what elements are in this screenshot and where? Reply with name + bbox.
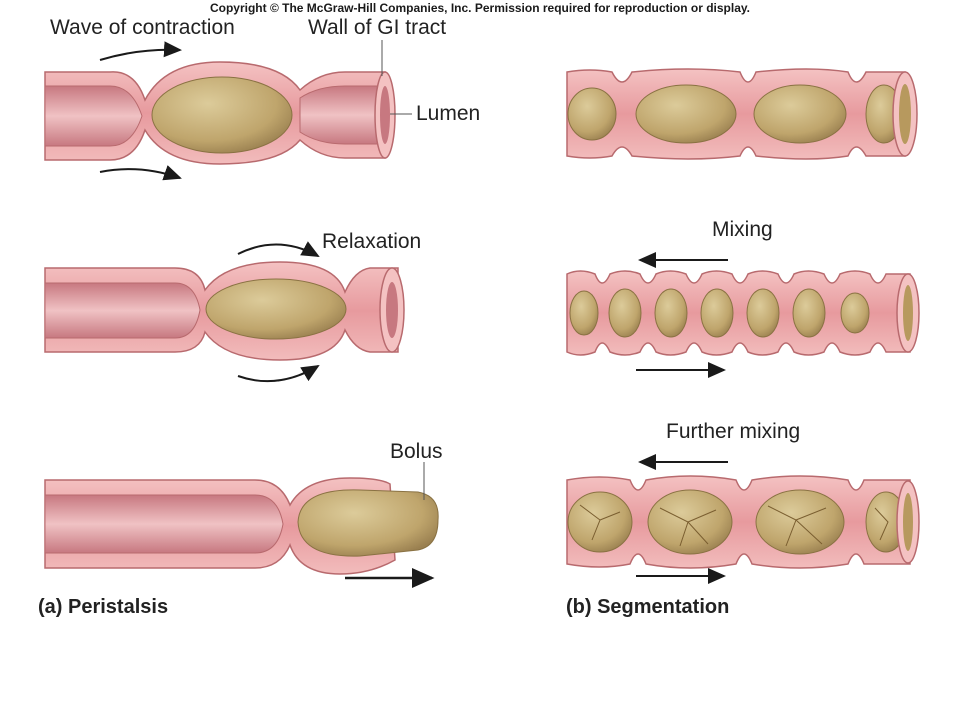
relaxation-arrow-top — [237, 241, 320, 257]
relaxation-label: Relaxation — [322, 230, 422, 253]
bolus-shape — [205, 278, 347, 340]
segmentation-stage-3 — [566, 454, 920, 584]
peristalsis-stage-2 — [44, 241, 405, 383]
mixing-label: Mixing — [712, 218, 773, 241]
further-mixing-label: Further mixing — [666, 420, 801, 443]
peristalsis-stage-1 — [44, 40, 412, 181]
peristalsis-caption: (a) Peristalsis — [38, 596, 169, 618]
bolus-shape — [297, 489, 439, 557]
segmentation-stage-1 — [566, 68, 918, 160]
bolus-label: Bolus — [390, 440, 443, 463]
wave-of-contraction-label: Wave of contraction — [50, 16, 235, 39]
lumen-label: Lumen — [416, 102, 481, 125]
relaxation-arrow-bottom — [237, 364, 320, 383]
copyright-notice: Copyright © The McGraw-Hill Companies, I… — [209, 1, 751, 15]
mixing-crack-lines — [579, 504, 889, 547]
bolus-shape — [151, 76, 293, 154]
contraction-arrow-top — [99, 41, 182, 61]
segmentation-caption: (b) Segmentation — [566, 596, 730, 618]
peristalsis-stage-3 — [44, 462, 439, 588]
segmentation-stage-2 — [566, 252, 920, 378]
contraction-arrow-bottom — [99, 165, 182, 181]
wall-of-gi-tract-label: Wall of GI tract — [308, 16, 447, 39]
